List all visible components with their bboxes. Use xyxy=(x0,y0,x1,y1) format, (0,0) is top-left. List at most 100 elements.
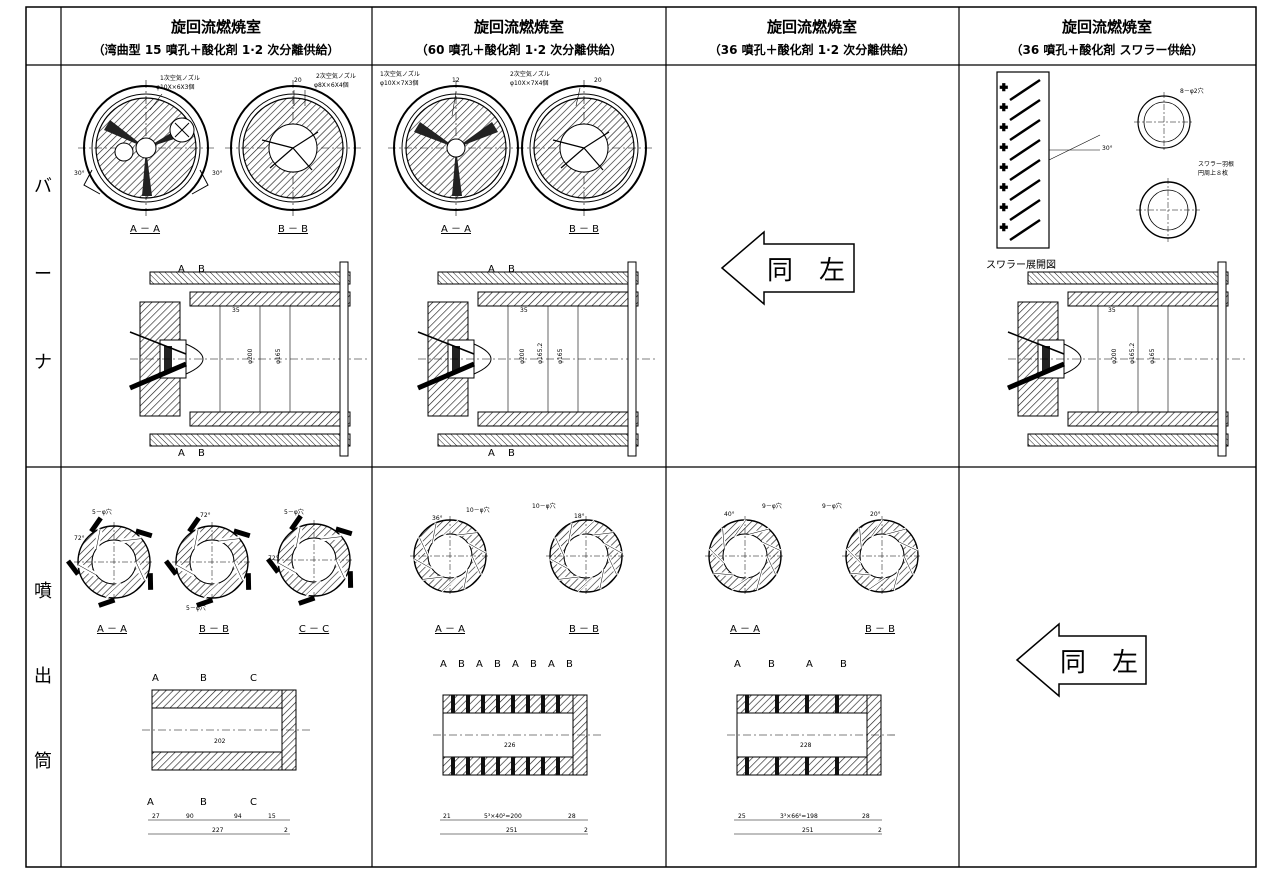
section-label-aa: A － A xyxy=(435,624,465,635)
vane-mark: + xyxy=(1000,103,1008,113)
section-label-bb: B － B xyxy=(865,624,895,635)
dimension-label: φ200 xyxy=(519,348,526,364)
primary-nozzle-spec: φ10X×6X3個 xyxy=(156,83,194,91)
swirler-vane xyxy=(1009,118,1041,142)
nozzle-hole-edge xyxy=(193,528,199,550)
section-marker: A xyxy=(488,264,495,275)
section-marker: B xyxy=(508,264,515,275)
slot xyxy=(556,757,560,775)
nozzle-holes xyxy=(413,519,487,593)
nozzle-hole-edge xyxy=(868,577,886,590)
slot xyxy=(466,757,470,775)
section-marker: A xyxy=(178,264,185,275)
section-marker: A xyxy=(178,448,185,459)
row-label-char: ー xyxy=(34,264,52,285)
dimension-label: 25 xyxy=(738,813,746,820)
dimension-label: 227 xyxy=(212,827,224,834)
holes-note: 10－φ穴 xyxy=(466,506,490,514)
dimension-label: 202 xyxy=(214,738,226,745)
section-label-bb: B － B xyxy=(569,624,599,635)
slot xyxy=(481,757,485,775)
section-marker: A xyxy=(440,659,447,670)
outer-fin xyxy=(289,514,303,532)
holes-note: 8－φ2穴 xyxy=(1180,87,1204,95)
dimension-label: 251 xyxy=(506,827,518,834)
same-as-left-arrow-nozzle: 同 左 xyxy=(1015,622,1147,698)
column-title: 旋回流燃焼室 xyxy=(1061,18,1152,36)
nozzle-hole-edge xyxy=(748,528,769,535)
outer-fin xyxy=(335,526,353,537)
section-marker: A xyxy=(488,448,495,459)
nozzle-hole-edge xyxy=(320,536,342,540)
table-grid xyxy=(25,6,1257,868)
holes-note: 5－φ穴 xyxy=(186,604,206,612)
dimension-label: 2 xyxy=(878,827,882,834)
dimension-label: 3³×66⁰=198 xyxy=(780,813,818,820)
nozzle-hole-edge xyxy=(846,548,862,564)
vane-mark: + xyxy=(1000,83,1008,93)
column-subtitle: （36 噴孔＋酸化剤 スワラー供給） xyxy=(1010,42,1203,57)
slot xyxy=(775,757,779,775)
nozzle-hole-edge xyxy=(305,580,321,596)
nozzle-hole-edge xyxy=(120,538,142,542)
section-marker: A xyxy=(476,659,483,670)
angle-label: 20° xyxy=(870,511,881,518)
nozzle-hole-edge xyxy=(898,541,918,551)
dimension-label: 251 xyxy=(802,827,814,834)
holes-note: 10－φ穴 xyxy=(532,502,556,510)
nozzle-hole-edge xyxy=(419,537,429,557)
row-label-char: バ xyxy=(34,176,52,197)
row-label-char: 噴 xyxy=(34,581,52,602)
section-label-aa: A － A xyxy=(97,624,127,635)
nozzle-section-aa-3: 9－φ穴 40° A － A xyxy=(704,502,786,635)
slot xyxy=(511,695,515,713)
nozzle-hole-edge xyxy=(761,541,781,551)
nozzle-hole-edge xyxy=(77,564,97,576)
dimension-label: 35 xyxy=(232,307,240,314)
section-label-aa: A － A xyxy=(441,224,471,235)
nozzle-hole-edge xyxy=(870,519,884,538)
nozzle-hole-edge xyxy=(885,528,906,535)
outer-fin xyxy=(233,528,251,539)
section-marker: B xyxy=(458,659,465,670)
dimension-label: 35 xyxy=(1108,307,1116,314)
column-subtitle: （湾曲型 15 噴孔＋酸化剤 1·2 次分離供給） xyxy=(93,42,340,57)
dimension-label: 15 xyxy=(268,813,276,820)
dimension-label: 20 xyxy=(294,77,302,84)
nozzle-section-bb-2: 10－φ穴 18° B － B xyxy=(532,502,627,635)
outer-fin xyxy=(66,559,81,576)
column-subtitle: （60 噴孔＋酸化剤 1·2 次分離供給） xyxy=(416,42,623,57)
dimension-label: φ165.2 xyxy=(537,343,544,364)
dimension-label: 28 xyxy=(862,813,870,820)
same-as-left-label: 同 左 xyxy=(1060,648,1138,678)
burner-section-bb-2: 20 2次空気ノズル φ10X×7X4個 B － B xyxy=(510,70,653,235)
row-label-nozzle: 噴 出 筒 xyxy=(34,581,52,772)
dimension-label: 228 xyxy=(800,742,812,749)
row-label-burner: バ ー ナ xyxy=(34,176,52,373)
swirler-vane xyxy=(1009,198,1041,222)
outer-fin xyxy=(164,559,179,576)
outer-fin xyxy=(89,516,103,534)
nozzle-hole-edge xyxy=(558,576,580,580)
nozzle-hole-edge xyxy=(203,582,219,598)
swirler-ring-top: 8－φ2穴 xyxy=(1134,87,1204,152)
slot xyxy=(481,695,485,713)
nozzle-hole-edge xyxy=(471,555,481,575)
section-marker: A xyxy=(147,797,154,808)
swirler-vane xyxy=(1009,138,1041,162)
slot xyxy=(451,757,455,775)
section-label-cc: C － C xyxy=(299,624,329,635)
swirler-ring-bottom: スワラー羽根 円周上８枚 xyxy=(1136,160,1234,242)
nozzle-slots xyxy=(745,695,839,775)
nozzle-hole-edge xyxy=(731,577,749,590)
dimension-label: φ200 xyxy=(247,348,254,364)
primary-nozzle-note: 1次空気ノズル xyxy=(160,74,200,82)
vane-mark: + xyxy=(1000,123,1008,133)
column-header-1: 旋回流燃焼室 （湾曲型 15 噴孔＋酸化剤 1·2 次分離供給） xyxy=(93,18,340,57)
slot xyxy=(511,757,515,775)
dimension-label: 2 xyxy=(584,827,588,834)
nozzle-long-section-1: A B C 202 A B C 27 90 94 15 227 2 xyxy=(141,673,313,835)
outer-fin xyxy=(298,595,316,606)
slot xyxy=(526,695,530,713)
